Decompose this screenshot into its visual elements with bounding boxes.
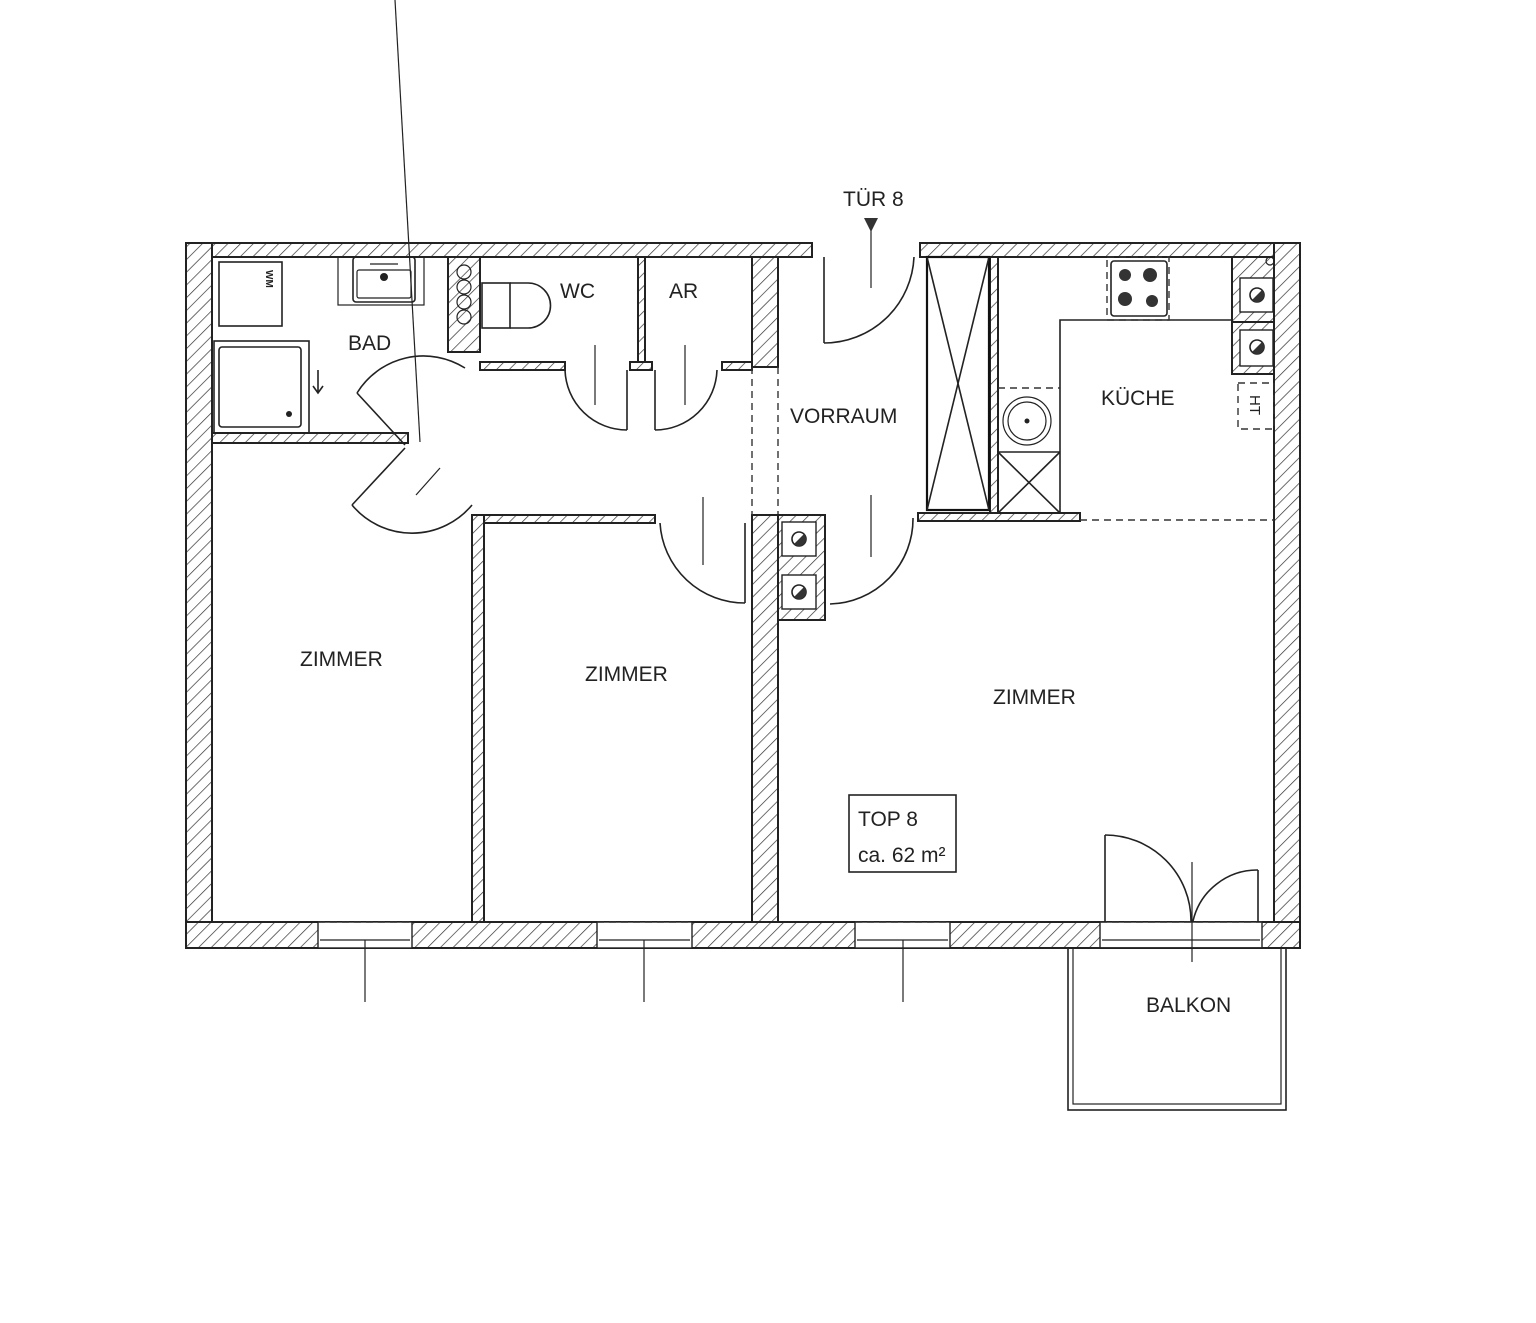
room-label-room-2: ZIMMER: [585, 663, 668, 686]
doors: [351, 0, 915, 605]
room-label-balcony: BALKON: [1146, 994, 1231, 1017]
unit-number: TOP 8: [858, 808, 918, 831]
wardrobe: [925, 255, 991, 512]
sink: [1002, 396, 1052, 446]
shower-tray: [213, 340, 310, 434]
window-room-3: [854, 921, 951, 1002]
window-room-1: [317, 921, 413, 1002]
room-label-storage: AR: [669, 280, 698, 303]
room-label-wc: WC: [560, 280, 595, 303]
room-label-kitchen: KÜCHE: [1101, 387, 1175, 410]
water-heater-label: HT: [1246, 395, 1263, 415]
unit-info-box: TOP 8 ca. 62 m²: [848, 794, 957, 873]
room-labels: TÜR 8 BAD WC AR VORRAUM KÜCHE ZIMMER ZIM…: [300, 188, 1231, 1017]
room-label-bath: BAD: [348, 332, 391, 355]
balcony: [1067, 947, 1287, 1111]
room-label-room-1: ZIMMER: [300, 648, 383, 671]
toilet: [481, 282, 511, 329]
room-label-room-3: ZIMMER: [993, 686, 1076, 709]
unit-area: ca. 62 m²: [858, 844, 946, 867]
window-room-2: [596, 921, 693, 1002]
interior-walls: [211, 256, 1275, 923]
washing-machine: [218, 261, 283, 327]
bath-shaft: [456, 264, 472, 325]
arrow-down-icon: [312, 370, 324, 395]
windows: [317, 834, 1263, 1002]
room-label-hallway: VORRAUM: [790, 405, 897, 428]
bath-fixtures: WM: [213, 256, 552, 434]
water-heater: [1237, 382, 1275, 430]
entrance-arrow-icon: [864, 218, 878, 232]
chimney-shafts: [777, 256, 1275, 621]
stove: [1110, 260, 1168, 317]
kitchen-fixtures: HT: [997, 256, 1275, 514]
entrance-label: TÜR 8: [843, 188, 904, 211]
washing-machine-label: WM: [263, 270, 274, 288]
balcony-door: [1099, 834, 1263, 962]
